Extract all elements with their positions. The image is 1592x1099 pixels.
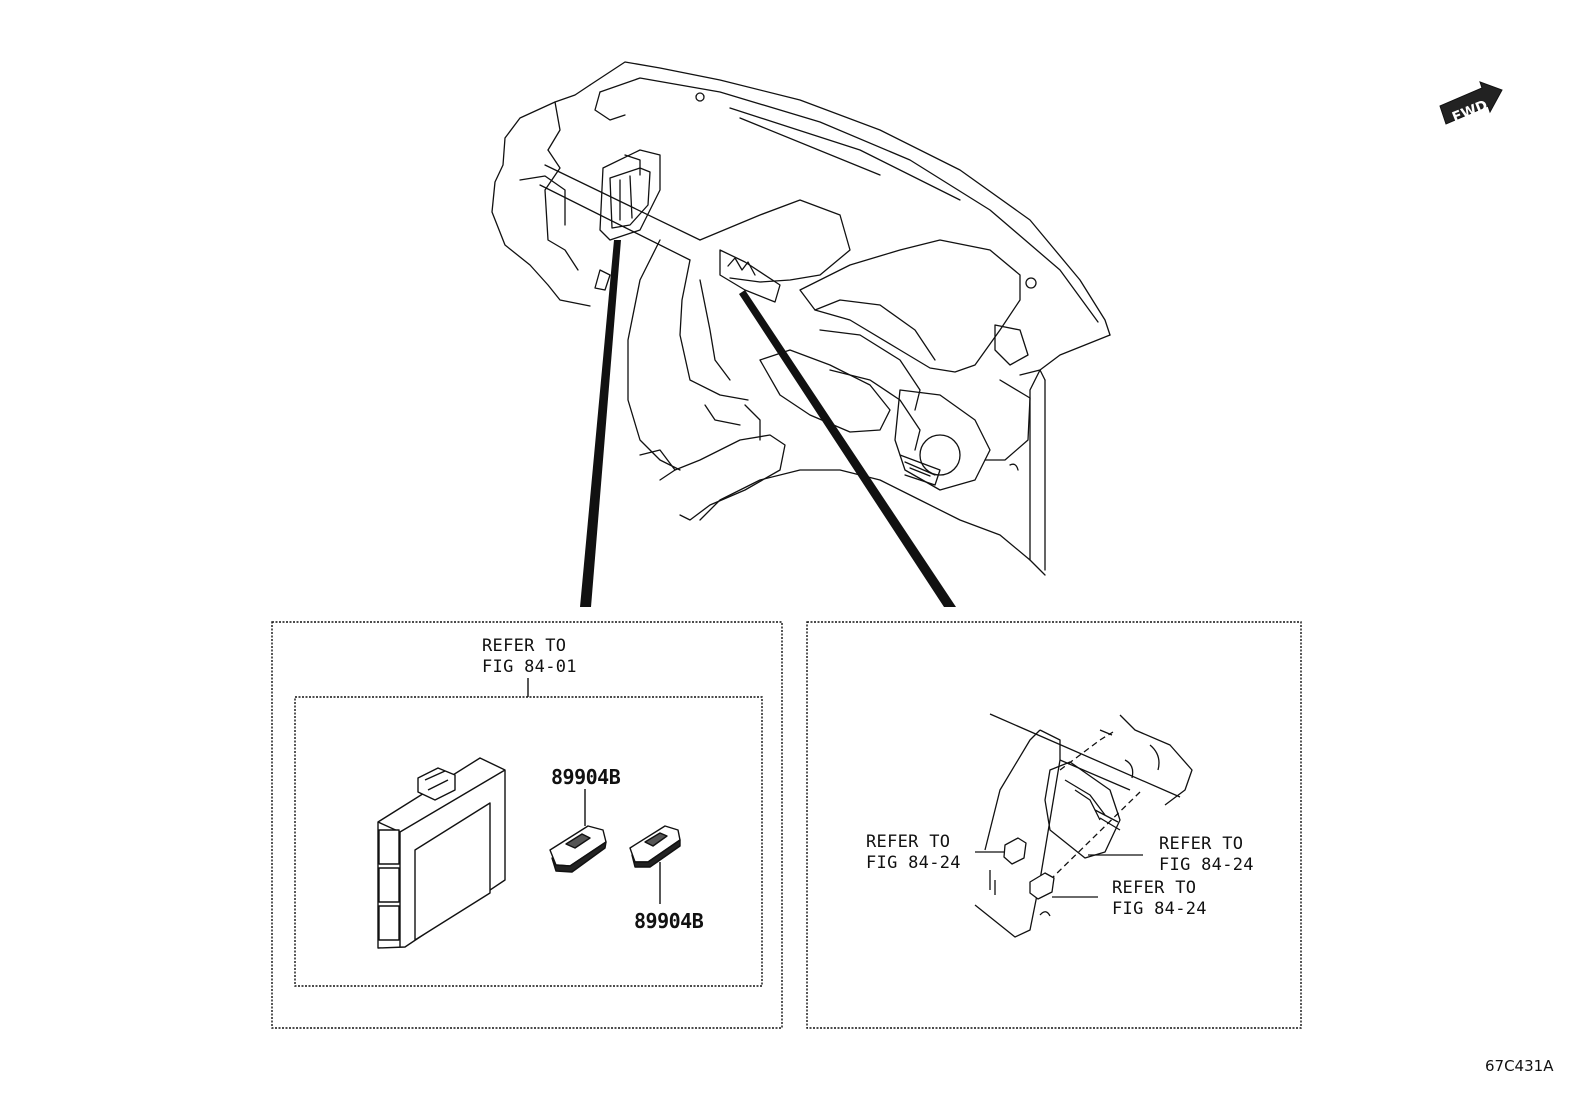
bracket-assembly-drawing — [974, 713, 1193, 938]
refer-b-line2: FIG 84-24 — [1159, 855, 1254, 875]
part-number-top: 89904B — [551, 765, 621, 789]
smart-key-ecu-drawing — [377, 757, 506, 949]
right-detail-frame — [806, 621, 1302, 1029]
refer-c-line2: FIG 84-24 — [1112, 899, 1207, 919]
part-number-bottom: 89904B — [634, 909, 704, 933]
left-detail-frame — [271, 621, 783, 1029]
refer-a-line2: FIG 84-24 — [866, 853, 961, 873]
refer-b-line1: REFER TO — [1159, 834, 1244, 854]
instrument-panel-drawing — [491, 61, 1111, 576]
key-fob-drawings — [549, 789, 681, 904]
refer-a-line1: REFER TO — [866, 832, 951, 852]
fwd-arrow-icon: FWD — [1439, 81, 1503, 126]
figure-code: 67C431A — [1485, 1057, 1554, 1075]
refer-c-line1: REFER TO — [1112, 878, 1197, 898]
refer-label-line1: REFER TO — [482, 636, 567, 656]
leader-lines — [580, 240, 956, 607]
refer-label-line2: FIG 84-01 — [482, 657, 577, 677]
